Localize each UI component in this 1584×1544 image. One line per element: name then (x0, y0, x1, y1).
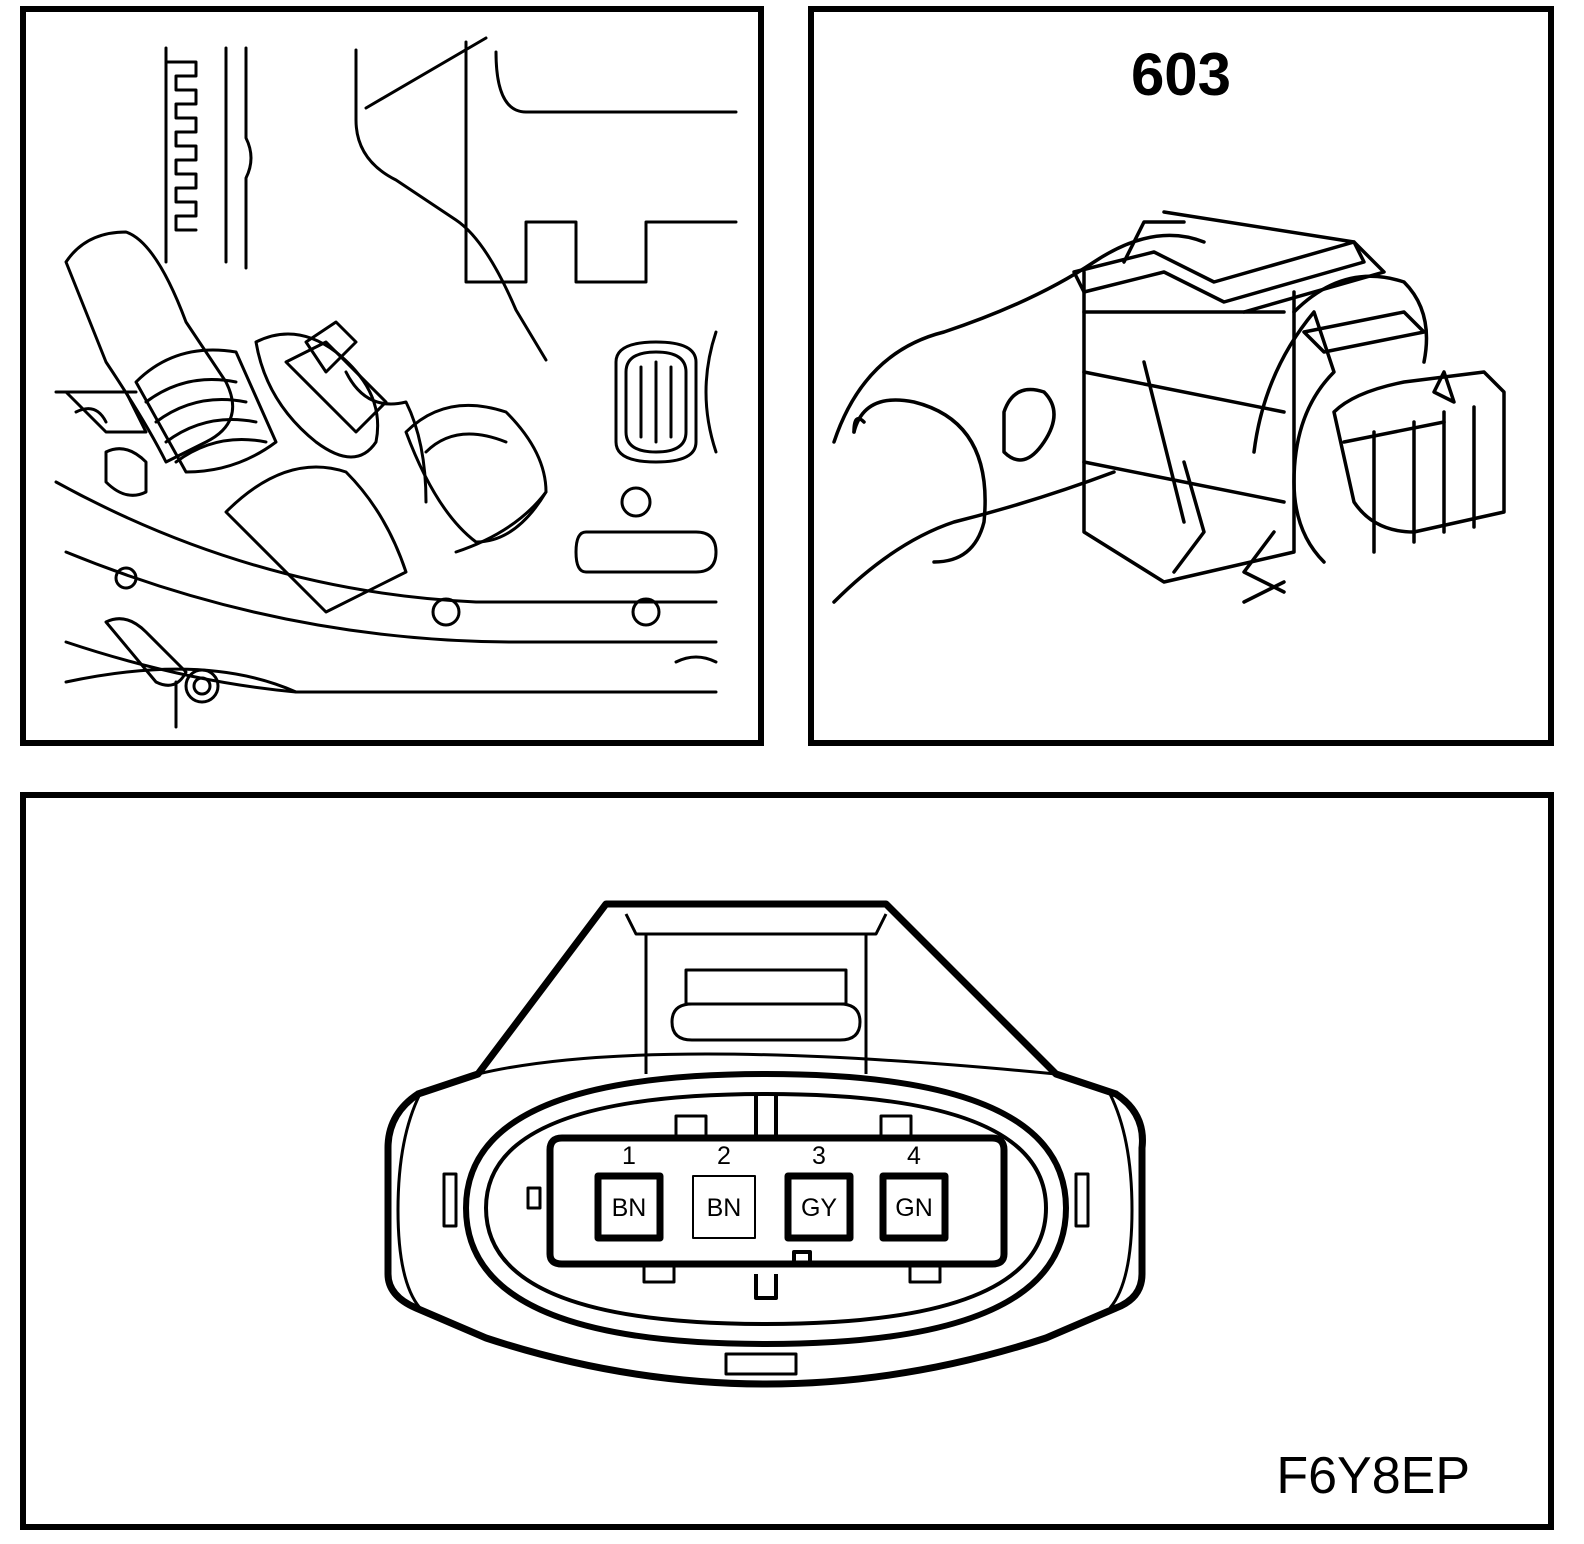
latch-notch (792, 1250, 812, 1264)
pin-terminal-box (594, 1172, 664, 1242)
pin-3: 3GY (784, 1142, 854, 1242)
pin-2: 2BN (692, 1142, 756, 1239)
wire-color-label: GY (801, 1194, 837, 1222)
pin-terminal-box (784, 1172, 854, 1242)
connector-number: 603 (1130, 41, 1232, 108)
wire-color-label: BN (612, 1194, 647, 1222)
connector-outer-shell (384, 900, 1146, 1388)
seal-ring-inner (484, 1092, 1048, 1326)
location-panel (20, 6, 764, 746)
figure-code: F6Y8EP (1276, 1447, 1470, 1505)
pin-terminal-box (879, 1172, 949, 1242)
pin-number-label: 3 (812, 1142, 826, 1170)
engine-bay-illustration (54, 36, 738, 729)
wire-color-label: BN (707, 1194, 742, 1222)
wire-color-label: GN (895, 1194, 933, 1222)
pin-1: 1BN (594, 1142, 664, 1242)
connector-panel: 603 (808, 6, 1554, 746)
pin-number-label: 4 (907, 1142, 921, 1170)
connector-illustration (832, 210, 1506, 604)
seal-ring-outer (463, 1071, 1069, 1347)
pin-number-label: 1 (622, 1142, 636, 1170)
pin-terminal-box (692, 1175, 756, 1239)
pin-cavity (546, 1134, 1008, 1268)
pin-number-label: 2 (717, 1142, 731, 1170)
pin-4: 4GN (879, 1142, 949, 1242)
